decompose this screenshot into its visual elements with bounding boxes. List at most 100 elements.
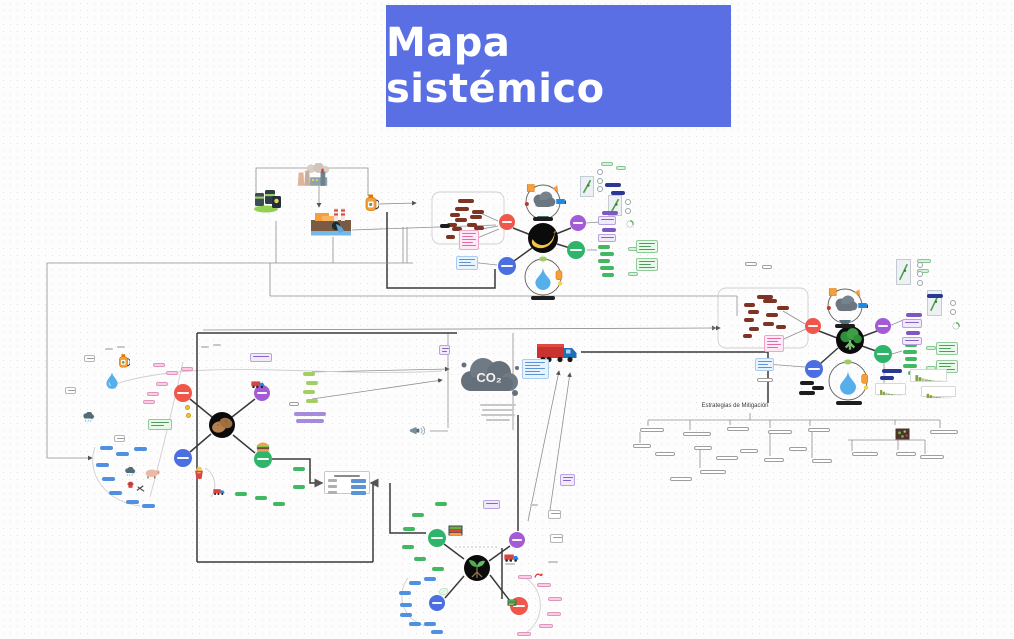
label-pill[interactable] [880, 376, 894, 380]
label-pill[interactable] [153, 363, 165, 367]
label-pill[interactable] [518, 575, 532, 579]
lightPurple-note-box[interactable] [902, 319, 922, 328]
label-pill[interactable] [744, 303, 755, 307]
mitigation-strategies-label[interactable]: Estrategias de Mitigación [701, 403, 769, 409]
label-pill[interactable] [105, 348, 113, 350]
blue-category-node[interactable] [429, 595, 445, 611]
label-pill[interactable] [435, 502, 447, 506]
label-pill[interactable] [447, 223, 457, 227]
label-pill[interactable] [481, 414, 515, 416]
green-category-node[interactable] [567, 241, 585, 259]
red-category-node[interactable] [174, 384, 192, 402]
label-pill[interactable] [424, 577, 436, 581]
label-pill[interactable] [633, 444, 651, 448]
label-pill[interactable] [100, 446, 113, 450]
label-pill[interactable] [306, 381, 318, 385]
label-pill[interactable] [452, 227, 462, 231]
label-pill[interactable] [716, 456, 738, 460]
label-pill[interactable] [598, 259, 610, 263]
water-cycle-diagram[interactable] [823, 356, 873, 406]
lightGreen-note-box[interactable] [936, 342, 958, 355]
label-pill[interactable] [764, 458, 784, 462]
label-pill[interactable] [748, 310, 759, 314]
label-pill[interactable] [927, 294, 943, 298]
label-pill[interactable] [409, 581, 421, 585]
pink-note-box[interactable] [764, 335, 784, 352]
label-pill[interactable] [548, 597, 562, 601]
sprout-node[interactable] [464, 555, 490, 581]
broccoli-node[interactable] [836, 326, 864, 354]
label-pill[interactable] [134, 447, 147, 451]
label-pill[interactable] [116, 452, 129, 456]
label-pill[interactable] [903, 350, 917, 354]
data-table[interactable] [324, 471, 370, 495]
label-pill[interactable] [602, 228, 616, 232]
label-pill[interactable] [293, 467, 305, 471]
sprayer-icon[interactable] [363, 193, 380, 213]
lightPurple-note-box[interactable] [439, 345, 450, 355]
barrels-icon[interactable] [253, 188, 283, 213]
lightPurple-note-box[interactable] [250, 353, 272, 362]
label-pill[interactable] [458, 199, 474, 203]
label-pill[interactable] [533, 217, 553, 221]
satellite-dot[interactable] [950, 300, 956, 306]
purple-category-node[interactable] [570, 215, 586, 231]
blue-note-box[interactable] [755, 358, 774, 371]
redsquiggle-icon[interactable] [533, 566, 543, 578]
label-pill[interactable] [744, 318, 754, 322]
tools-icon[interactable] [136, 479, 145, 492]
label-pill[interactable] [640, 428, 664, 432]
truckbig-icon[interactable] [536, 341, 578, 365]
trucksmall-icon[interactable] [251, 376, 265, 389]
label-pill[interactable] [147, 392, 159, 396]
label-pill[interactable] [694, 446, 712, 450]
lightGreen-note-box[interactable] [636, 240, 658, 253]
label-pill[interactable] [605, 183, 621, 187]
label-pill[interactable] [166, 371, 178, 375]
label-pill[interactable] [757, 295, 773, 299]
label-pill[interactable] [740, 449, 758, 453]
label-pill[interactable] [102, 477, 115, 481]
label-pill[interactable] [467, 223, 477, 227]
label-pill[interactable] [763, 322, 774, 326]
label-pill[interactable] [117, 346, 125, 348]
label-pill[interactable] [255, 496, 267, 500]
lightPurple-note-box[interactable] [483, 500, 500, 509]
label-pill[interactable] [403, 527, 415, 531]
label-pill[interactable] [414, 557, 426, 561]
label-pill[interactable] [906, 313, 922, 317]
note-box[interactable] [84, 355, 95, 362]
satellite-dot[interactable] [597, 178, 603, 184]
co2-cloud-icon[interactable]: CO₂ [455, 351, 523, 401]
lightGreen-note-box[interactable] [148, 419, 172, 430]
label-pill[interactable] [517, 632, 531, 636]
blue-note-box[interactable] [456, 256, 478, 270]
label-pill[interactable] [602, 273, 614, 277]
note-box[interactable] [550, 534, 563, 543]
label-pill[interactable] [181, 367, 193, 371]
blue-category-node[interactable] [174, 449, 192, 467]
label-pill[interactable] [409, 622, 421, 626]
satellite-dot[interactable] [625, 199, 631, 205]
purple-category-node[interactable] [509, 532, 525, 548]
label-pill[interactable] [482, 409, 514, 411]
label-pill[interactable] [600, 266, 614, 270]
raincloud-icon[interactable] [82, 410, 95, 423]
satellite-dot[interactable] [917, 271, 923, 277]
mini-bar-chart[interactable] [875, 383, 906, 396]
label-pill[interactable] [777, 306, 789, 310]
label-pill[interactable] [548, 561, 558, 563]
note-box[interactable] [114, 435, 125, 442]
label-pill[interactable] [799, 391, 815, 395]
coin-icon[interactable] [185, 412, 191, 418]
label-pill[interactable] [440, 224, 450, 228]
label-pill[interactable] [600, 252, 614, 256]
label-pill[interactable] [235, 492, 247, 496]
red-category-node[interactable] [805, 318, 821, 334]
label-pill[interactable] [505, 563, 515, 565]
emission-cycle-diagram[interactable] [822, 283, 871, 329]
insect-image-card[interactable] [896, 259, 911, 285]
label-pill[interactable] [905, 343, 917, 347]
purple-category-node[interactable] [875, 318, 891, 334]
label-pill[interactable] [293, 485, 305, 489]
